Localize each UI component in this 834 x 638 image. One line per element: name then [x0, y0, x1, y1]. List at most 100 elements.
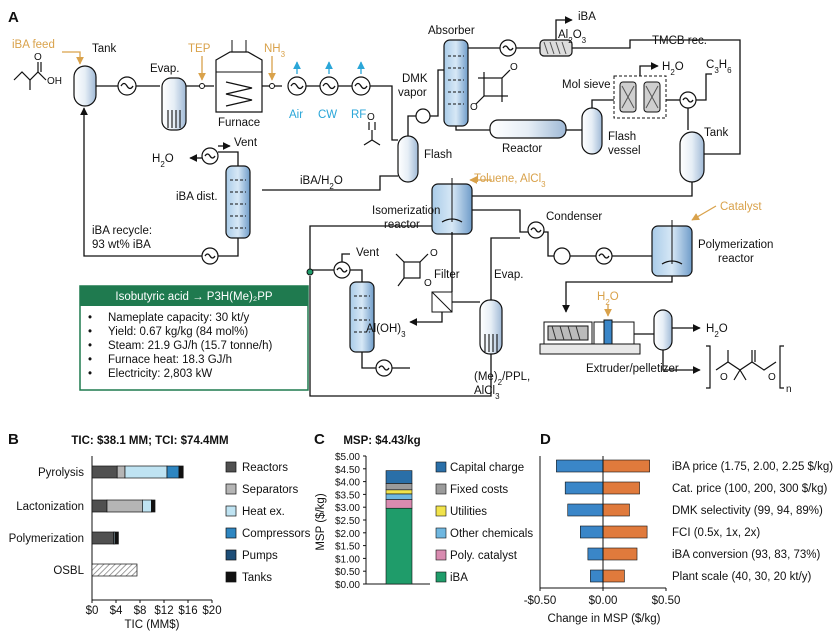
product-tank: [679, 131, 705, 183]
panel-b-legend-swatch-pumps: [225, 549, 237, 561]
summary-item-1: Nameplate capacity: 30 kt/y: [108, 312, 250, 324]
isomerization-label-2: reactor: [384, 219, 420, 231]
summary-item-2: Yield: 0.67 kg/kg (84 mol%): [108, 326, 248, 338]
panel-b-tick-label: $4: [110, 605, 123, 617]
panel-d-high-bar-5: [602, 547, 638, 561]
panel-b-tick-label: $20: [202, 605, 221, 617]
panel-c-tick-label: $3.50: [335, 490, 360, 501]
panel-b-bar-lactonization-heat-ex: [142, 499, 152, 513]
summary-item-4: Furnace heat: 18.3 GJ/h: [108, 354, 232, 366]
summary-bullet-2: •: [88, 326, 92, 338]
panel-b-tic-chart: B TIC: $38.1 MM; TCI: $74.4MM PyrolysisL…: [8, 431, 311, 631]
panel-c-legend-label-other-chemicals: Other chemicals: [450, 528, 533, 540]
absorber-label: Absorber: [428, 25, 475, 37]
panel-b-bar-lactonization-reactors: [91, 499, 108, 513]
iba-recycle-label-2: 93 wt% iBA: [92, 239, 151, 251]
summary-item-5: Electricity: 2,803 kW: [108, 368, 212, 380]
panel-b-legend-label-separators: Separators: [242, 484, 299, 496]
panel-b-bar-polymerization-tanks: [114, 531, 119, 545]
panel-a-process-flow: A O OH iBA feed Tank Evap. TEP: [8, 9, 792, 401]
panel-b-bar-pyrolysis-tanks: [178, 465, 184, 479]
mol-sieve-label: Mol sieve: [562, 79, 611, 91]
dmk-vapor-label-1: DMK: [402, 73, 428, 85]
panel-c-tick-label: $0.50: [335, 567, 360, 578]
panel-c-legend-label-iba: iBA: [450, 572, 468, 584]
h2o-mid-label: H2O: [597, 291, 619, 307]
tmcb-structure: [475, 69, 511, 105]
h2o-top-label: H2O: [662, 61, 684, 77]
summary-item-3: Steam: 21.9 GJ/h (15.7 tonne/h): [108, 340, 272, 352]
panel-b-legend-label-pumps: Pumps: [242, 550, 278, 562]
lactone-column: [349, 281, 375, 353]
panel-d-low-bar-6: [590, 569, 604, 583]
tep-label: TEP: [188, 43, 211, 55]
flash-vessel-label-1: Flash: [608, 131, 636, 143]
panel-c-tick-label: $0.00: [335, 580, 360, 591]
pump: [553, 247, 571, 265]
panel-b-bar-lactonization-separators: [106, 499, 143, 513]
panel-d-tick-label: -$0.50: [524, 595, 557, 607]
me2ppl-label-1: (Me)2/PPL,: [474, 371, 530, 387]
panel-c-tick-label: $5.00: [335, 452, 360, 463]
panel-d-category-6: Plant scale (40, 30, 20 kt/y): [672, 571, 812, 583]
iba-dist-label: iBA dist.: [176, 191, 218, 203]
iba-recycle-label-1: iBA recycle:: [92, 225, 152, 237]
panel-c-legend-swatch-capital-charge: [435, 461, 447, 473]
svg-text:O: O: [430, 248, 438, 259]
panel-c-tick-label: $2.00: [335, 529, 360, 540]
panel-d-category-2: Cat. price (100, 200, 300 $/kg): [672, 483, 828, 495]
flash-label: Flash: [424, 149, 452, 161]
toluene-label: Toluene, AlCl3: [474, 173, 546, 189]
flash-drum: [397, 135, 419, 183]
panel-c-tick-label: $3.00: [335, 503, 360, 514]
panel-b-legend-swatch-heat-ex: [225, 505, 237, 517]
panel-c-legend-swatch-fixed-costs: [435, 483, 447, 495]
panel-c-legend-swatch-utilities: [435, 505, 447, 517]
panel-d-tick-label: $0.00: [589, 595, 618, 607]
flash-vessel-label-2: vessel: [608, 145, 641, 157]
panel-b-bar-lactonization-tanks: [151, 499, 156, 513]
panel-c-legend-swatch-iba: [435, 571, 447, 583]
catalyst-label: Catalyst: [720, 201, 762, 213]
panel-b-bar-pyrolysis-reactors: [91, 465, 118, 479]
panel-d-low-bar-3: [567, 503, 604, 517]
svg-text:O: O: [34, 52, 42, 63]
panel-c-segment-capital-charge: [385, 470, 413, 484]
summary-title-bar: [80, 286, 308, 306]
air-label: Air: [289, 109, 303, 121]
svg-text:O: O: [768, 372, 776, 383]
nh3-label: NH3: [264, 43, 286, 59]
panel-d-low-bar-1: [556, 459, 604, 473]
iba-h2o-label: iBA/H2O: [300, 175, 343, 191]
panel-b-legend-swatch-tanks: [225, 571, 237, 583]
panel-c-legend-swatch-other-chemicals: [435, 527, 447, 539]
tank2-label: Tank: [704, 127, 729, 139]
panel-c-legend-label-poly-catalyst: Poly. catalyst: [450, 550, 518, 562]
panel-b-tick-label: $8: [134, 605, 147, 617]
isobutyric-acid-structure: [13, 62, 47, 90]
panel-b-legend-swatch-compressors: [225, 527, 237, 539]
panel-b-category-lactonization: Lactonization: [16, 501, 84, 513]
feed-tank: [73, 65, 97, 107]
panel-c-segment-utilities: [385, 489, 413, 495]
svg-text:O: O: [510, 62, 518, 73]
polymer-structure: [706, 345, 784, 389]
process-summary-box: Isobutyric acid → P3H(Me)₂PP • Nameplate…: [79, 285, 309, 391]
panel-b-tick-label: $0: [86, 605, 99, 617]
ketene-structure: [363, 122, 381, 146]
coolers: [287, 61, 393, 108]
panel-d-high-bar-4: [602, 525, 648, 539]
panel-d-high-bar-6: [602, 569, 625, 583]
panel-d-category-4: FCI (0.5x, 1x, 2x): [672, 527, 760, 539]
svg-text:O: O: [424, 278, 432, 289]
panel-b-legend-label-tanks: Tanks: [242, 572, 272, 584]
condenser-label: Condenser: [546, 211, 602, 223]
iba-feed-label: iBA feed: [12, 39, 55, 51]
filter-label: Filter: [434, 269, 460, 281]
panel-c-ylabel: MSP ($/kg): [315, 493, 327, 550]
aloh3-label: Al(OH)3: [366, 323, 406, 339]
panel-b-legend-label-heat-ex: Heat ex.: [242, 506, 285, 518]
panel-c-tick-label: $1.00: [335, 554, 360, 565]
tank-label: Tank: [92, 43, 117, 55]
panel-b-tick-label: $16: [178, 605, 197, 617]
